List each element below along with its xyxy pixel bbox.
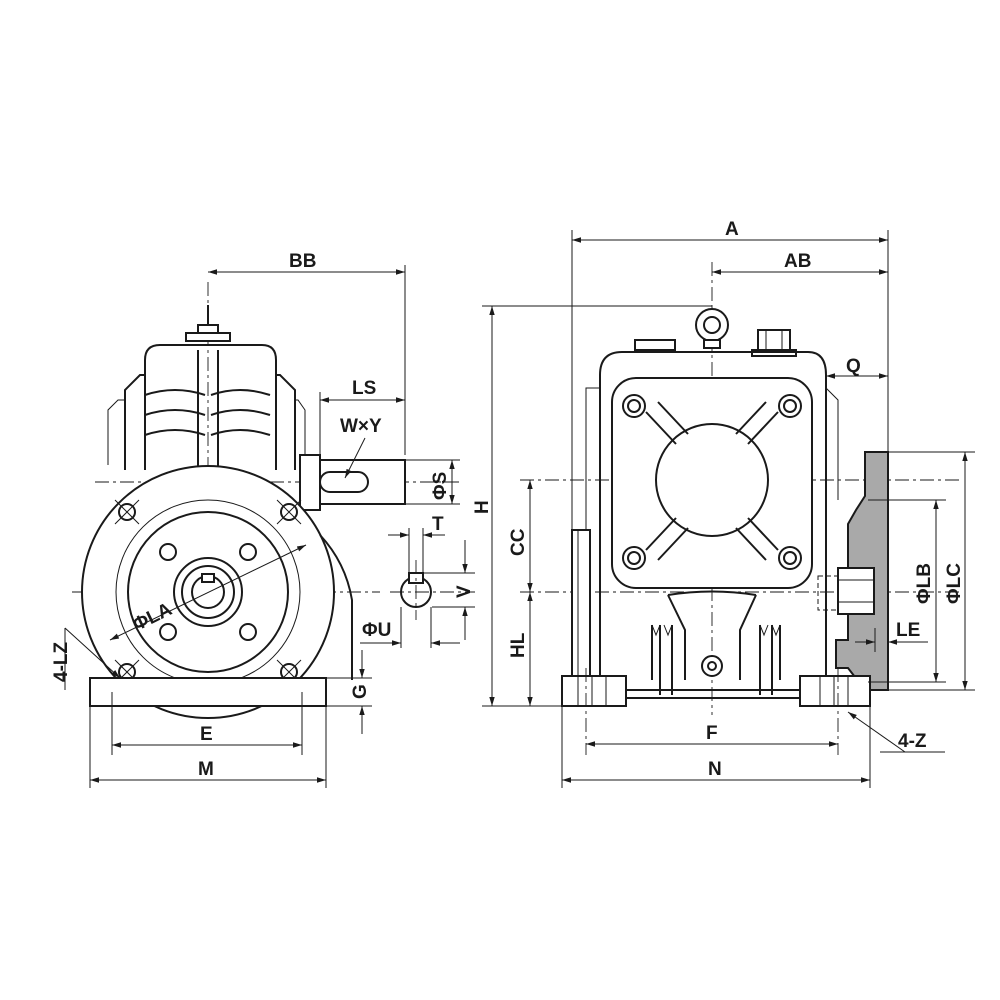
side-view: ΦLA 4-LZ BB LS W×Y ΦS — [51, 251, 475, 788]
label-n: N — [708, 759, 722, 780]
label-bb: BB — [289, 251, 316, 272]
label-phi-lb: ΦLB — [914, 563, 935, 604]
label-t: T — [432, 514, 444, 535]
cover-plate — [611, 377, 813, 589]
label-g: G — [350, 684, 371, 699]
label-wxy: W×Y — [340, 416, 382, 437]
cover-bolt-bl — [622, 546, 646, 570]
label-a: A — [725, 219, 739, 240]
label-q: Q — [846, 356, 861, 377]
output-flange — [817, 451, 889, 691]
worm-housing — [107, 344, 306, 470]
input-shaft — [299, 454, 406, 511]
cover-bolt-tl — [622, 394, 646, 418]
label-ab: AB — [784, 251, 811, 272]
front-view: A AB Q H CC HL ΦLB ΦLC LE — [472, 219, 975, 788]
label-le: LE — [896, 620, 920, 641]
label-phi-s: ΦS — [430, 472, 451, 500]
label-cc: CC — [508, 528, 529, 556]
lifting-eye — [695, 308, 729, 349]
mount-hole-tr — [276, 499, 302, 525]
label-e: E — [200, 724, 213, 745]
front-base — [561, 668, 871, 755]
label-hl: HL — [508, 632, 529, 658]
label-v: V — [454, 585, 475, 598]
front-housing-outline — [599, 351, 827, 680]
label-h: H — [472, 500, 493, 514]
breather-plug — [185, 305, 231, 342]
cover-bolt-tr — [778, 394, 802, 418]
dim-phi-la-line — [109, 544, 307, 641]
side-boss — [571, 529, 591, 681]
label-4-lz: 4-LZ — [51, 642, 72, 683]
lower-body — [651, 590, 781, 695]
label-ls: LS — [352, 378, 376, 399]
side-base-foot — [89, 677, 327, 707]
label-m: M — [198, 759, 214, 780]
label-phi-lc: ΦLC — [944, 563, 965, 604]
keyway-detail: T V ΦU — [360, 514, 475, 648]
mount-hole-tl — [114, 499, 140, 525]
cover-bolt-br — [778, 546, 802, 570]
label-f: F — [706, 723, 718, 744]
label-4-z: 4-Z — [898, 731, 927, 752]
label-phi-u: ΦU — [362, 620, 391, 641]
